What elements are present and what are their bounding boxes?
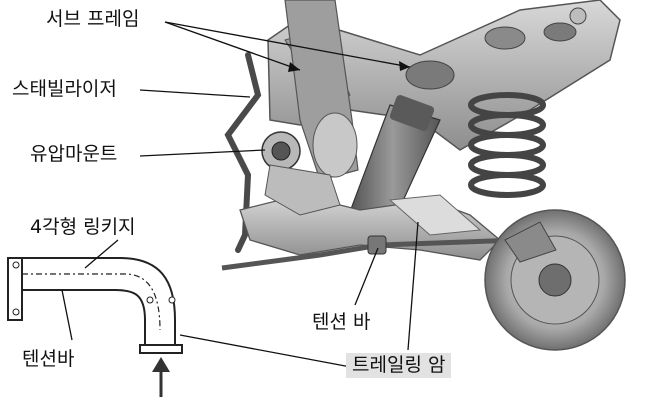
label-subframe: 서브 프레임: [46, 8, 140, 30]
hydro-mount-part: [261, 131, 301, 171]
brake-disc: [484, 209, 626, 351]
label-tension-bar: 텐션 바: [312, 311, 371, 333]
linkage-schematic: [7, 257, 183, 397]
tower-part: [284, 0, 359, 181]
tension-bar-rod: [221, 237, 521, 271]
label-stabilizer: 스태빌라이저: [12, 78, 117, 100]
stabilizer-bar: [224, 52, 262, 253]
leader-arrows: [288, 61, 410, 72]
label-four-bar-linkage: 4각형 링키지: [30, 216, 136, 238]
coil-spring: [468, 92, 546, 198]
tension-bar-bushing: [367, 235, 387, 255]
label-tension-bar-left: 텐션바: [22, 348, 75, 370]
label-trailing-arm: 트레일링 암: [346, 353, 452, 378]
leader-lines: [61, 21, 419, 369]
shock-absorber: [344, 95, 441, 241]
label-hydro-mount: 유압마운트: [30, 143, 118, 165]
